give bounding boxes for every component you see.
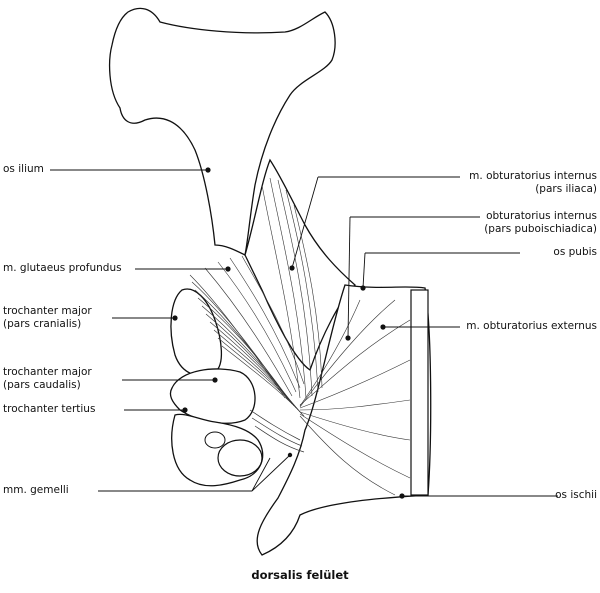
figure-caption: dorsalis felület: [251, 568, 349, 582]
label-obturatorius-internus-iliaca: m. obturatorius internus: [469, 170, 597, 182]
obturatorius-fan-fibres: [299, 299, 411, 496]
gemelli-fibres: [249, 409, 305, 453]
os-pubis-plate: [410, 289, 429, 496]
femoral-knob: [204, 431, 226, 449]
femoral-condyle: [217, 439, 263, 477]
label-gemelli: mm. gemelli: [3, 484, 69, 496]
label-os-pubis: os pubis: [553, 246, 597, 258]
label-glutaeus-profundus: m. glutaeus profundus: [3, 262, 122, 274]
leader-dots: [172, 167, 405, 499]
label-trochanter-major-caudalis: trochanter major: [3, 366, 92, 378]
label-obturatorius-externus: m. obturatorius externus: [466, 320, 597, 332]
leader-lines: [50, 169, 558, 497]
label-trochanter-major-cranialis: trochanter major: [3, 305, 92, 317]
label-os-ilium: os ilium: [3, 163, 44, 175]
label-trochanter-major-cranialis-sub: (pars cranialis): [3, 318, 82, 330]
os-ilium-shaft: [244, 158, 356, 372]
glutaeus-profundus-fibres: [189, 255, 305, 417]
label-os-ischii: os ischii: [555, 489, 597, 501]
label-obturatorius-internus-pubo: obturatorius internus: [486, 210, 597, 222]
label-trochanter-major-caudalis-sub: (pars caudalis): [3, 379, 81, 391]
trochanter-major-caudalis: [169, 368, 256, 424]
label-trochanter-tertius: trochanter tertius: [3, 403, 96, 415]
label-obturatorius-internus-iliaca-sub: (pars iliaca): [535, 183, 597, 195]
label-obturatorius-internus-pubo-sub: (pars puboischiadica): [484, 223, 597, 235]
os-ilium-shape: [108, 7, 336, 256]
obturatorius-internus-iliaca-fibres: [261, 177, 323, 399]
